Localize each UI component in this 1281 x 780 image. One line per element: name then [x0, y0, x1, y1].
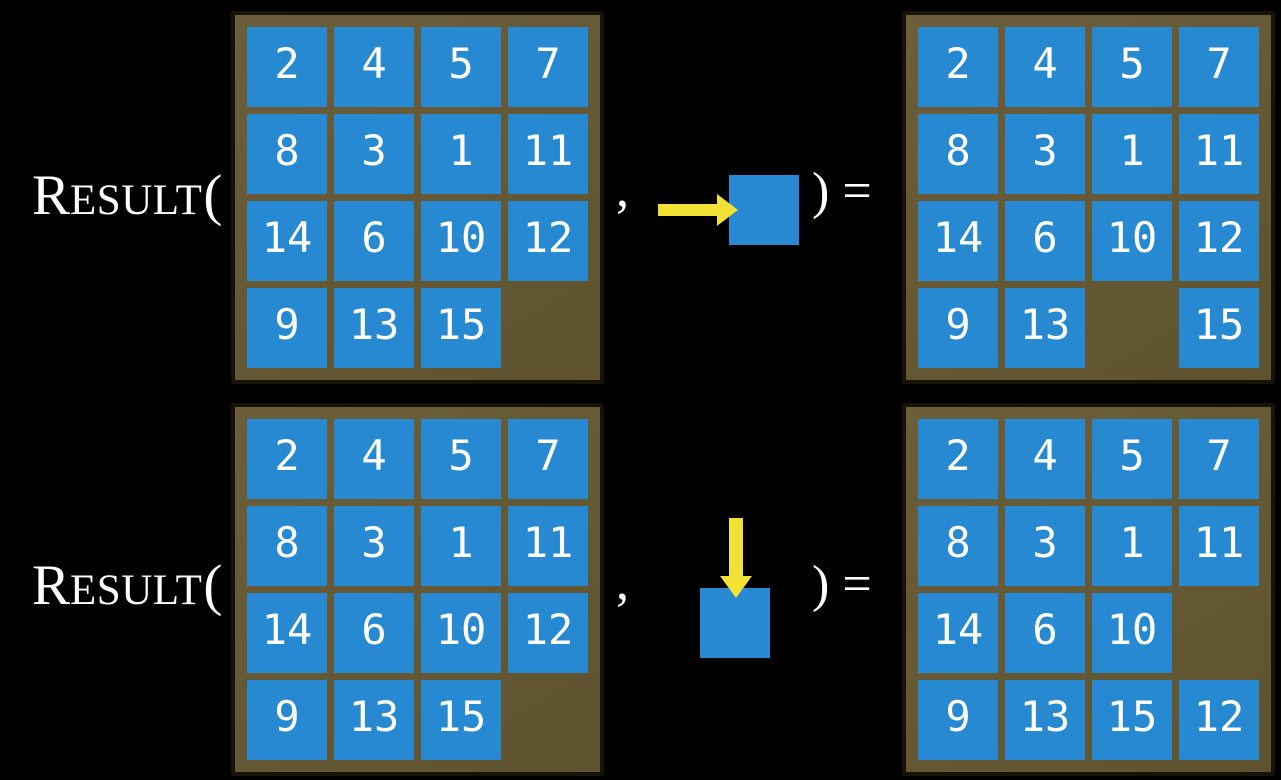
tile-4: 4	[1005, 27, 1085, 107]
open-paren: (	[203, 553, 223, 617]
tile-14: 14	[918, 201, 998, 281]
tile-10: 10	[1092, 593, 1172, 673]
tile-5: 5	[1092, 27, 1172, 107]
tile-4: 4	[1005, 419, 1085, 499]
tile-14: 14	[247, 593, 327, 673]
tile-3: 3	[1005, 506, 1085, 586]
tile-12: 12	[508, 201, 588, 281]
tile-13: 13	[1005, 288, 1085, 368]
tile-1: 1	[421, 114, 501, 194]
tile-7: 7	[1179, 419, 1259, 499]
close-paren-equals: ) =	[812, 163, 872, 220]
tile-2: 2	[918, 419, 998, 499]
tile-9: 9	[247, 680, 327, 760]
tile-9: 9	[918, 288, 998, 368]
tile-10: 10	[421, 593, 501, 673]
tile-10: 10	[421, 201, 501, 281]
right-arrow-icon	[658, 194, 738, 226]
tile-14: 14	[247, 201, 327, 281]
blank-cell	[508, 680, 588, 760]
tile-1: 1	[1092, 114, 1172, 194]
blank-cell	[1179, 593, 1259, 673]
tile-6: 6	[1005, 593, 1085, 673]
tile-9: 9	[918, 680, 998, 760]
action-tile	[729, 175, 799, 245]
tile-13: 13	[1005, 680, 1085, 760]
label-rest: ESULT	[70, 176, 203, 224]
tile-3: 3	[334, 506, 414, 586]
label-initial: R	[32, 553, 71, 617]
tile-9: 9	[247, 288, 327, 368]
tile-3: 3	[334, 114, 414, 194]
tile-8: 8	[247, 114, 327, 194]
tile-2: 2	[247, 419, 327, 499]
tile-15: 15	[421, 288, 501, 368]
blank-cell	[508, 288, 588, 368]
tile-8: 8	[918, 114, 998, 194]
tile-11: 11	[508, 114, 588, 194]
tile-6: 6	[334, 593, 414, 673]
label-rest: ESULT	[70, 566, 203, 614]
open-paren: (	[203, 163, 223, 227]
tile-6: 6	[1005, 201, 1085, 281]
tile-8: 8	[247, 506, 327, 586]
tile-13: 13	[334, 680, 414, 760]
blank-cell	[1092, 288, 1172, 368]
result-function-label: R ESULT (	[32, 390, 222, 780]
tile-10: 10	[1092, 201, 1172, 281]
result-function-text: R ESULT (	[32, 167, 222, 224]
close-paren-equals: ) =	[812, 556, 872, 613]
tile-3: 3	[1005, 114, 1085, 194]
tile-5: 5	[421, 419, 501, 499]
tile-15: 15	[1179, 288, 1259, 368]
tile-7: 7	[508, 27, 588, 107]
tile-4: 4	[334, 419, 414, 499]
tile-14: 14	[918, 593, 998, 673]
down-arrow-icon	[720, 518, 752, 598]
tile-11: 11	[1179, 506, 1259, 586]
tile-15: 15	[1092, 680, 1172, 760]
action-tile	[700, 588, 770, 658]
tile-7: 7	[1179, 27, 1259, 107]
tile-6: 6	[334, 201, 414, 281]
tile-11: 11	[508, 506, 588, 586]
result-function-text: R ESULT (	[32, 557, 222, 614]
tile-5: 5	[421, 27, 501, 107]
tile-5: 5	[1092, 419, 1172, 499]
result-function-label: R ESULT (	[32, 0, 222, 390]
tile-2: 2	[247, 27, 327, 107]
comma-separator: ,	[616, 161, 629, 218]
comma-separator: ,	[616, 554, 629, 611]
tile-1: 1	[1092, 506, 1172, 586]
tile-13: 13	[334, 288, 414, 368]
tile-7: 7	[508, 419, 588, 499]
tile-8: 8	[918, 506, 998, 586]
tile-15: 15	[421, 680, 501, 760]
tile-2: 2	[918, 27, 998, 107]
tile-4: 4	[334, 27, 414, 107]
tile-12: 12	[508, 593, 588, 673]
tile-12: 12	[1179, 201, 1259, 281]
tile-1: 1	[421, 506, 501, 586]
label-initial: R	[32, 163, 71, 227]
tile-11: 11	[1179, 114, 1259, 194]
tile-12: 12	[1179, 680, 1259, 760]
